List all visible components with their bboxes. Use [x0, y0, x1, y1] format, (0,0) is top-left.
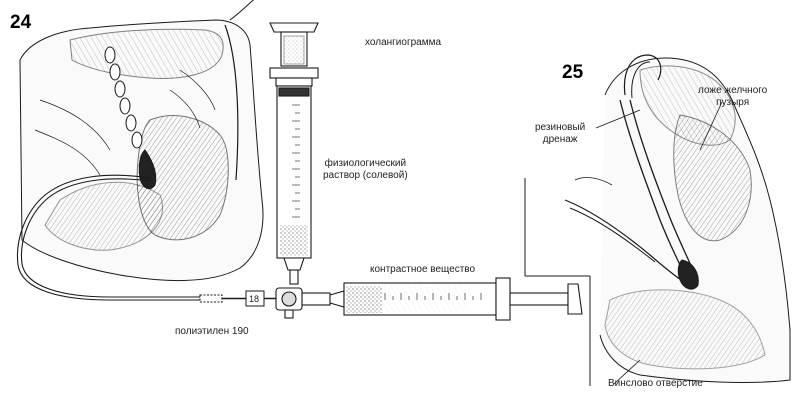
figure-25-anatomy	[564, 54, 791, 385]
label-contrast: контрастное вещество	[370, 264, 476, 275]
label-rubber-drain: резиновый дренаж	[535, 122, 585, 146]
figure-25-frame	[524, 178, 591, 386]
contrast-syringe-scale	[384, 293, 482, 300]
label-gallbladder-bed: ложе желчного пузыря	[698, 85, 767, 109]
label-gallbladder-bed-line1: ложе желчного	[698, 85, 768, 96]
bile-duct	[104, 46, 143, 149]
needle-hub	[245, 290, 276, 307]
label-cholangiogram: холангиограмма	[365, 37, 442, 48]
three-way-stopcock	[275, 287, 331, 319]
saline-syringe	[269, 22, 319, 285]
label-saline: физиологический раствор (солевой)	[323, 158, 408, 182]
polyethylene-catheter	[16, 174, 246, 303]
figure-24-number: 24	[10, 12, 32, 33]
label-polyethylene: полиэтилен 190	[175, 326, 249, 337]
label-rubber-drain-line1: резиновый	[535, 122, 586, 133]
saline-syringe-scale	[292, 104, 300, 218]
needle-hub-label: 18	[249, 294, 260, 304]
label-saline-line1: физиологический	[324, 158, 407, 169]
label-saline-line2: раствор (солевой)	[323, 170, 408, 181]
label-gallbladder-bed-line2: пузыря	[716, 97, 750, 108]
figure-24-anatomy	[19, 0, 264, 282]
label-rubber-drain-line2: дренаж	[542, 134, 578, 145]
contrast-syringe	[329, 277, 583, 321]
label-winslow-foramen: Винслово отверстие	[608, 378, 703, 389]
figure-25-number: 25	[562, 62, 584, 83]
